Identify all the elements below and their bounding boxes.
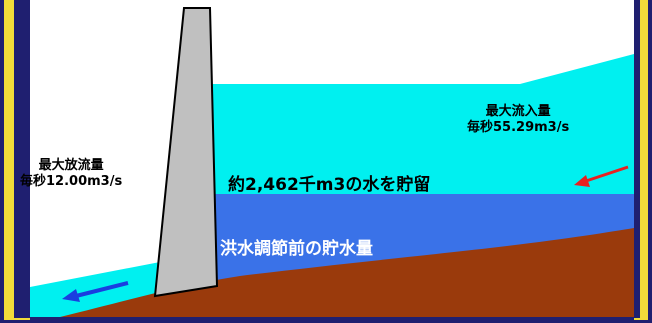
pre-flood-storage-label: 洪水調節前の貯水量 <box>220 239 373 259</box>
outflow-label: 最大放流量 毎秒12.00m3/s <box>20 158 122 191</box>
storage-volume-label: 約2,462千m3の水を貯留 <box>228 175 431 195</box>
outflow-value: 毎秒12.00m3/s <box>20 174 123 190</box>
outflow-title: 最大放流量 <box>38 158 104 173</box>
inflow-arrow-icon <box>574 165 629 187</box>
bottom-bar <box>30 317 634 323</box>
inflow-title: 最大流入量 <box>485 104 551 119</box>
inflow-label: 最大流入量 毎秒55.29m3/s <box>467 104 569 137</box>
riverbed-ground <box>60 228 634 317</box>
outflow-arrow-icon <box>62 281 129 302</box>
dam-body <box>153 7 219 298</box>
inflow-value: 毎秒55.29m3/s <box>467 120 570 136</box>
